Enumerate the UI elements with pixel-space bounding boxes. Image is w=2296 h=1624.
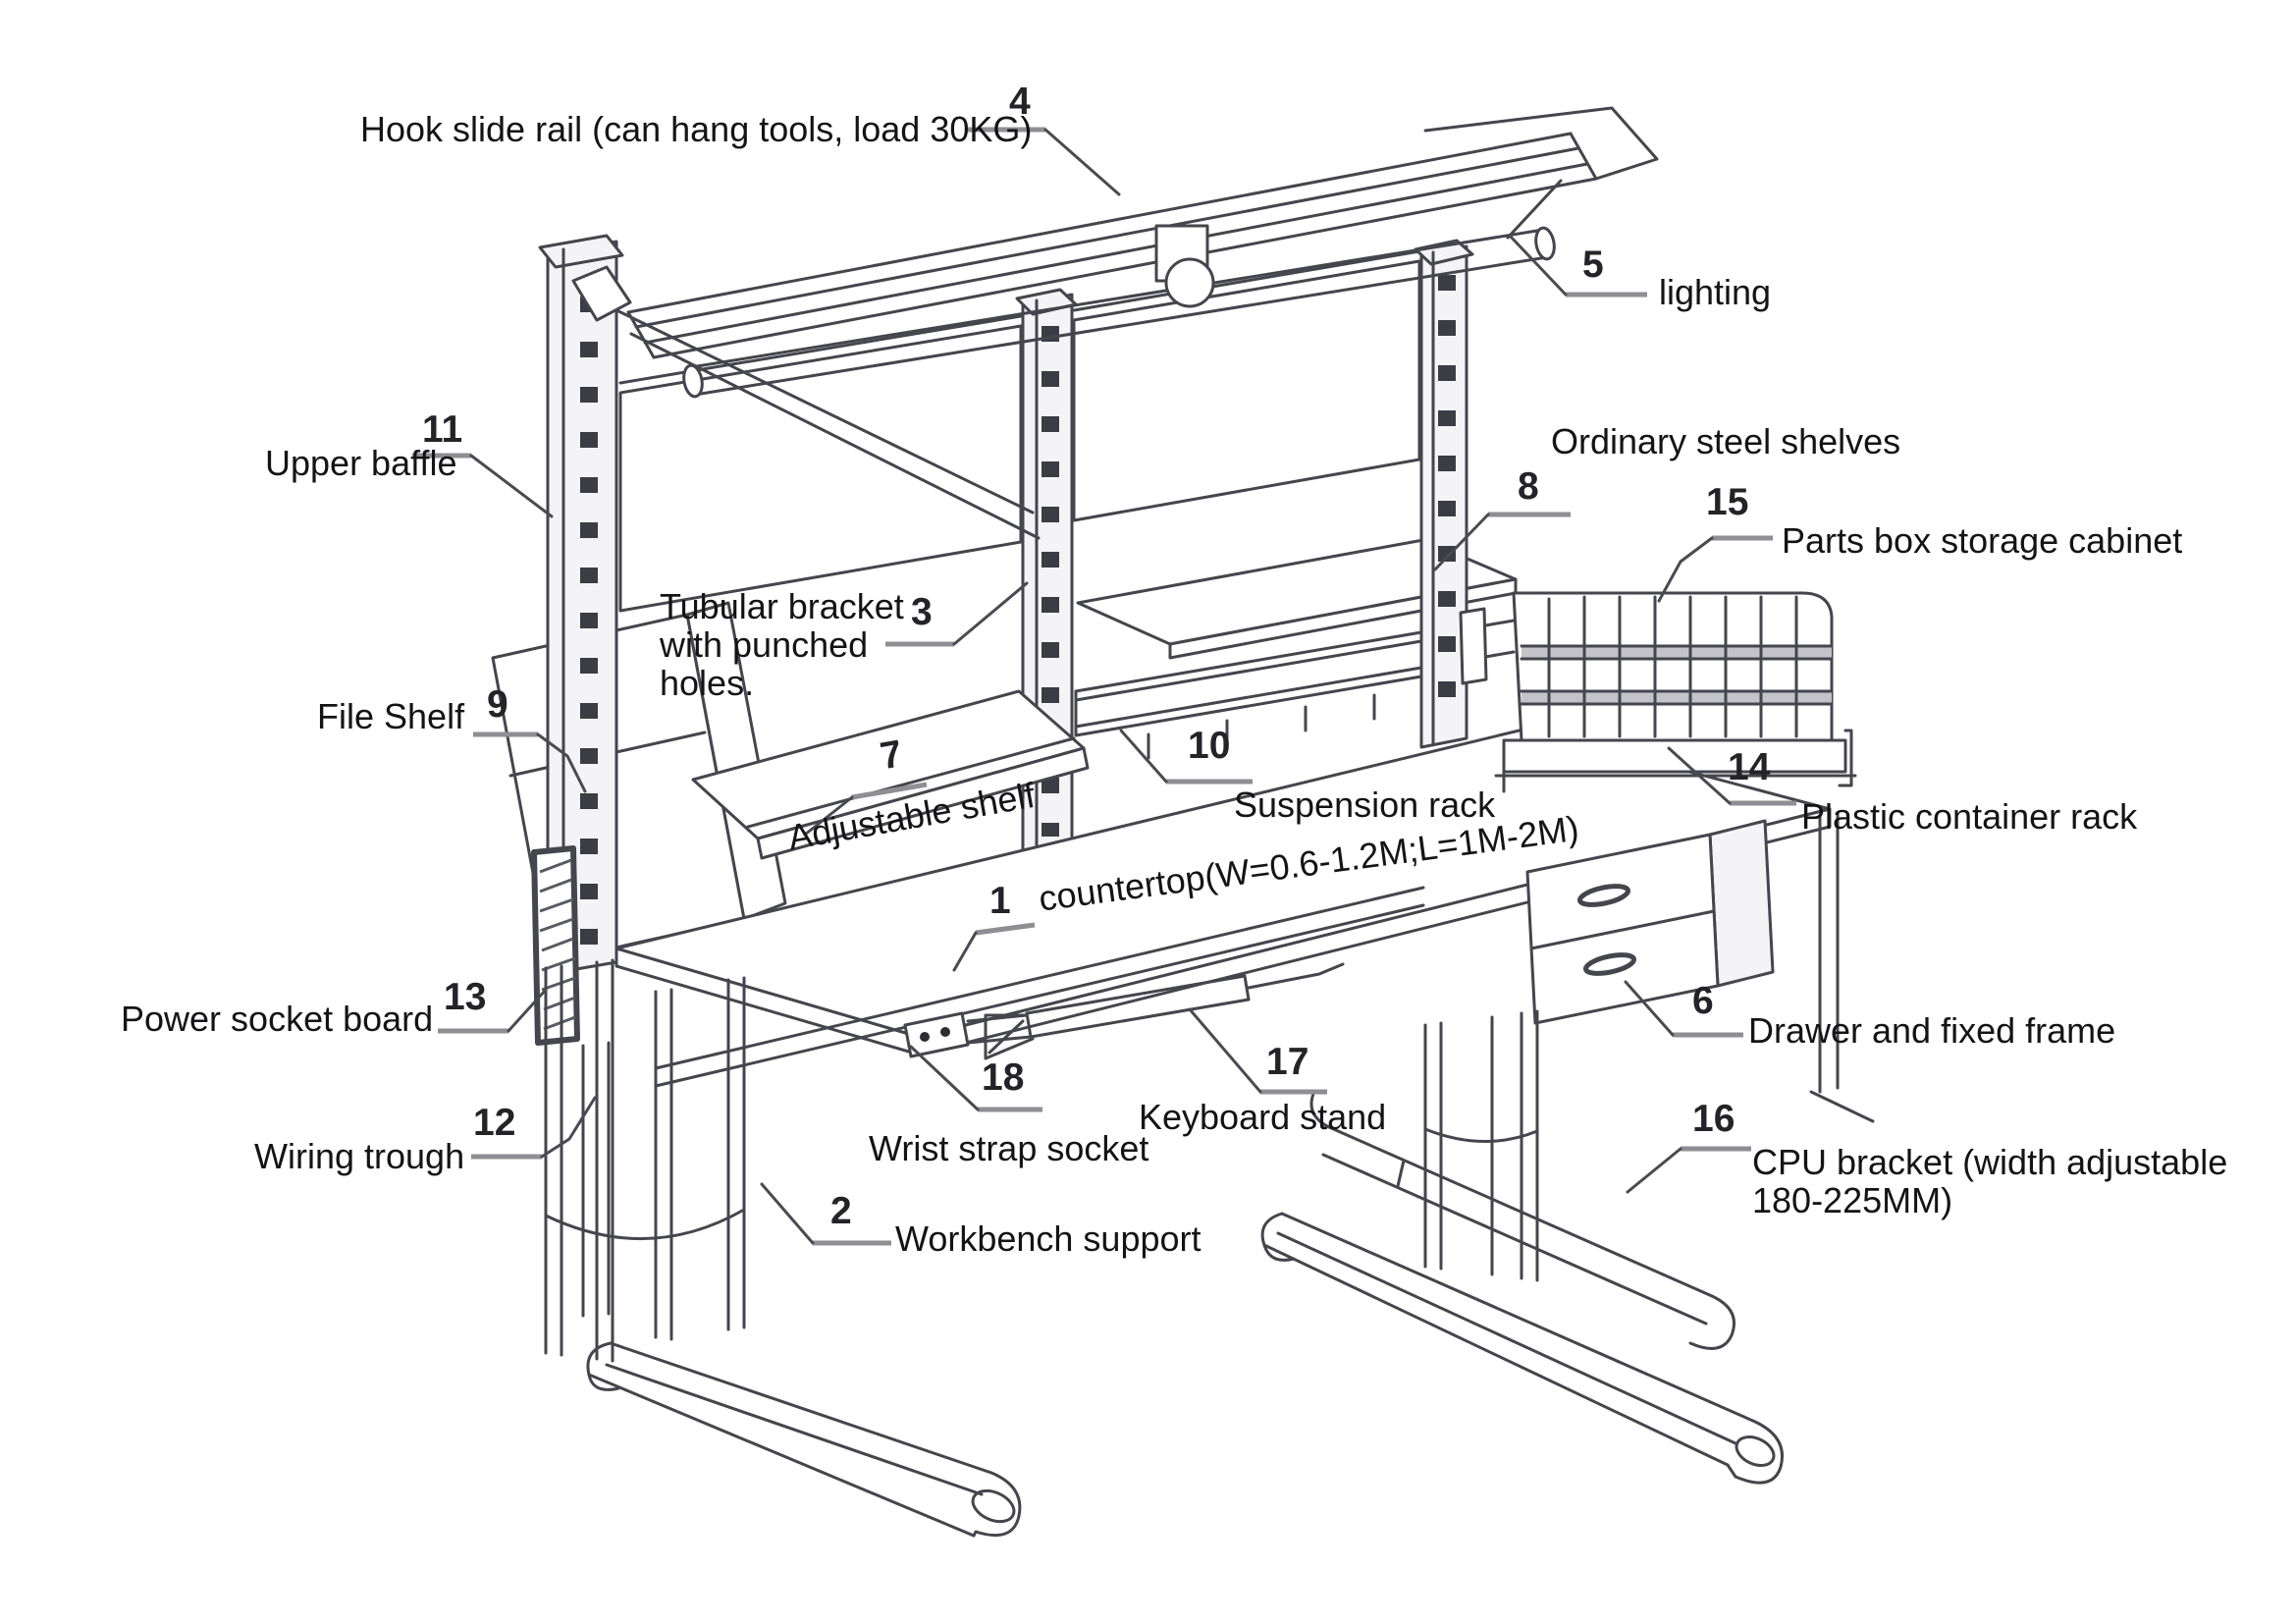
parts-box-storage-cabinet <box>1459 591 1834 742</box>
label-tubular-bracket-line1: Tubular bracket <box>660 586 904 626</box>
callout-number-8: 8 <box>1518 465 1539 508</box>
label-cpu-bracket-line1: CPU bracket (width adjustable <box>1752 1142 2228 1182</box>
label-suspension-rack: Suspension rack <box>1234 785 1496 825</box>
label-workbench-support: Workbench support <box>895 1218 1201 1259</box>
rear-leg <box>1809 811 1875 1123</box>
label-lighting: lighting <box>1659 272 1772 312</box>
lighting-bar <box>682 179 1563 399</box>
wiring-trough <box>581 1041 611 1318</box>
keyboard-stand <box>984 962 1345 1060</box>
punched-post-left <box>538 234 624 976</box>
callout-number-5: 5 <box>1582 244 1604 286</box>
callout-number-11: 11 <box>422 408 463 451</box>
callout-number-3: 3 <box>911 591 933 633</box>
drawer-unit <box>1525 819 1775 1025</box>
callout-number-18: 18 <box>982 1056 1025 1099</box>
callout-number-10: 10 <box>1188 725 1231 767</box>
label-cpu-bracket-line2: 180-225MM) <box>1752 1180 1953 1220</box>
callout-number-6: 6 <box>1692 980 1714 1022</box>
label-tubular-bracket-line3: holes. <box>660 663 755 703</box>
label-wiring-trough: Wiring trough <box>254 1136 465 1176</box>
label-drawer-and-fixed-frame: Drawer and fixed frame <box>1748 1010 2116 1051</box>
label-file-shelf: File Shelf <box>317 696 465 736</box>
workbench-support-left-leg <box>544 958 1022 1538</box>
callout-number-17: 17 <box>1266 1041 1309 1083</box>
callout-number-1: 1 <box>989 880 1011 922</box>
callout-number-14: 14 <box>1728 746 1771 788</box>
callout-number-2: 2 <box>830 1190 852 1232</box>
callout-number-12: 12 <box>473 1102 516 1144</box>
label-keyboard-stand: Keyboard stand <box>1139 1097 1387 1137</box>
callout-number-4: 4 <box>1009 81 1031 123</box>
callout-number-16: 16 <box>1692 1098 1735 1140</box>
label-power-socket-board: Power socket board <box>121 999 434 1039</box>
wrist-strap-socket <box>903 1011 1033 1058</box>
callout-number-13: 13 <box>444 976 487 1018</box>
stretcher-rails <box>654 886 1425 1088</box>
label-tubular-bracket: Tubular bracket with punched holes. <box>660 587 904 702</box>
callout-number-15: 15 <box>1706 481 1749 523</box>
label-tubular-bracket-line2: with punched <box>660 624 869 665</box>
callout-leader-lines <box>412 127 1796 1246</box>
label-cpu-bracket: CPU bracket (width adjustable 180-225MM) <box>1752 1143 2227 1219</box>
label-parts-box-storage-cabinet: Parts box storage cabinet <box>1782 520 2183 561</box>
label-ordinary-steel-shelves: Ordinary steel shelves <box>1551 421 1901 461</box>
label-hook-slide-rail: Hook slide rail (can hang tools, load 30… <box>360 109 1033 149</box>
cpu-bracket <box>1309 1092 1735 1350</box>
upper-baffle-panel <box>618 249 1421 613</box>
workbench-support-right-leg <box>1260 1009 1784 1485</box>
power-socket-board <box>531 845 580 1046</box>
label-plastic-container-rack: Plastic container rack <box>1801 796 2138 837</box>
callout-number-9: 9 <box>487 683 508 726</box>
punched-post-right <box>1414 239 1474 749</box>
label-wrist-strap-socket: Wrist strap socket <box>869 1128 1149 1168</box>
label-upper-baffle: Upper baffle <box>265 443 457 483</box>
adjustable-shelf <box>691 689 1090 860</box>
